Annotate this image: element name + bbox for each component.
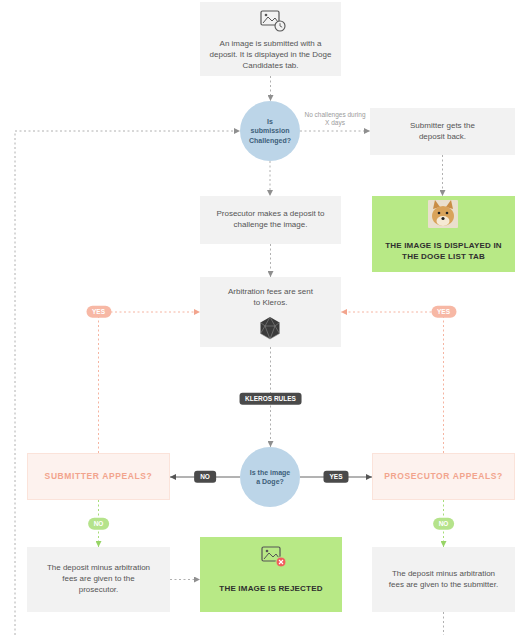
node-text: The deposit minus arbitration fees are g… <box>43 563 155 595</box>
loop-back-line <box>15 131 240 635</box>
edge-label: YES <box>431 306 456 318</box>
decision-circle: Is the image a Doge? <box>240 447 300 507</box>
doge-picture <box>428 200 458 228</box>
circle-outline <box>240 447 300 507</box>
edge-label: NO <box>433 517 455 529</box>
node-text: THE IMAGE IS DISPLAYED IN THE DOGE LIST … <box>381 241 507 263</box>
appeal-box: SUBMITTER APPEALS? <box>27 453 170 500</box>
node-text: The deposit minus arbitration fees are g… <box>388 569 500 591</box>
flow-connector <box>300 131 370 132</box>
process-box: The deposit minus arbitration fees are g… <box>27 547 170 612</box>
edge-label: KLEROS RULES <box>239 393 302 405</box>
node-text: SUBMITTER APPEALS? <box>45 471 153 482</box>
node-text: Is the image a Doge? <box>247 468 293 487</box>
node-text: PROSECUTOR APPEALS? <box>384 471 503 482</box>
result-box: THE IMAGE IS REJECTED <box>200 537 342 612</box>
image-icon <box>261 11 285 31</box>
process-box: Prosecutor makes a deposit to challenge … <box>200 196 341 244</box>
node-text: THE IMAGE IS REJECTED <box>219 584 322 595</box>
edge-label: No challenges during X days <box>304 111 366 128</box>
result-box: THE IMAGE IS DISPLAYED IN THE DOGE LIST … <box>372 196 515 272</box>
node-text: Is submission Challenged? <box>247 117 293 145</box>
edge-label: NO <box>88 517 110 529</box>
decision-circle-shape <box>240 447 300 507</box>
kleros-logo <box>261 317 280 339</box>
node-text: Arbitration fees are sent to Kleros. <box>225 287 317 309</box>
flow-connector <box>270 161 271 196</box>
process-box: Arbitration fees are sent to Kleros. <box>200 277 341 347</box>
edge-label: NO <box>194 471 216 483</box>
flow-connector <box>99 312 201 453</box>
decision-circle-shape <box>240 101 300 161</box>
appeal-box: PROSECUTOR APPEALS? <box>372 453 515 500</box>
flow-connector <box>442 155 443 196</box>
process-box: An image is submitted with a deposit. It… <box>200 2 341 76</box>
flow-connector <box>341 312 444 453</box>
node-text: An image is submitted with a deposit. It… <box>209 39 333 71</box>
continuation-line <box>443 612 444 635</box>
edge-label: YES <box>86 306 111 318</box>
node-text: Prosecutor makes a deposit to challenge … <box>206 209 336 231</box>
node-text: Submitter gets the deposit back. <box>397 121 489 143</box>
process-box: The deposit minus arbitration fees are g… <box>372 547 515 612</box>
process-box: Submitter gets the deposit back. <box>370 108 515 155</box>
edge-label: YES <box>323 471 348 483</box>
rejected-image-icon <box>262 547 286 567</box>
flow-connector <box>270 76 271 101</box>
flow-connector <box>170 579 200 580</box>
decision-circle: Is submission Challenged? <box>240 101 300 161</box>
flow-connector <box>270 244 271 277</box>
